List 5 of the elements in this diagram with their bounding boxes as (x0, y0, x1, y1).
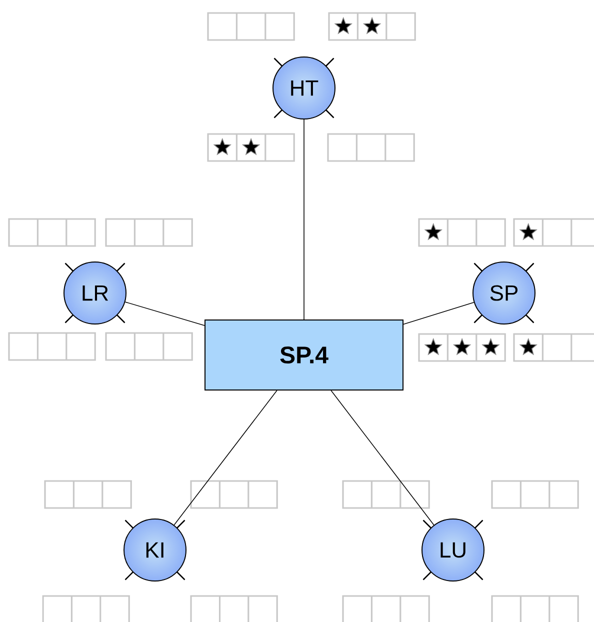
process-box: SP.4 (204, 320, 404, 390)
connector-line (403, 302, 474, 325)
connector-line (174, 390, 278, 526)
connector-line (330, 390, 434, 526)
connector-line (124, 302, 205, 326)
